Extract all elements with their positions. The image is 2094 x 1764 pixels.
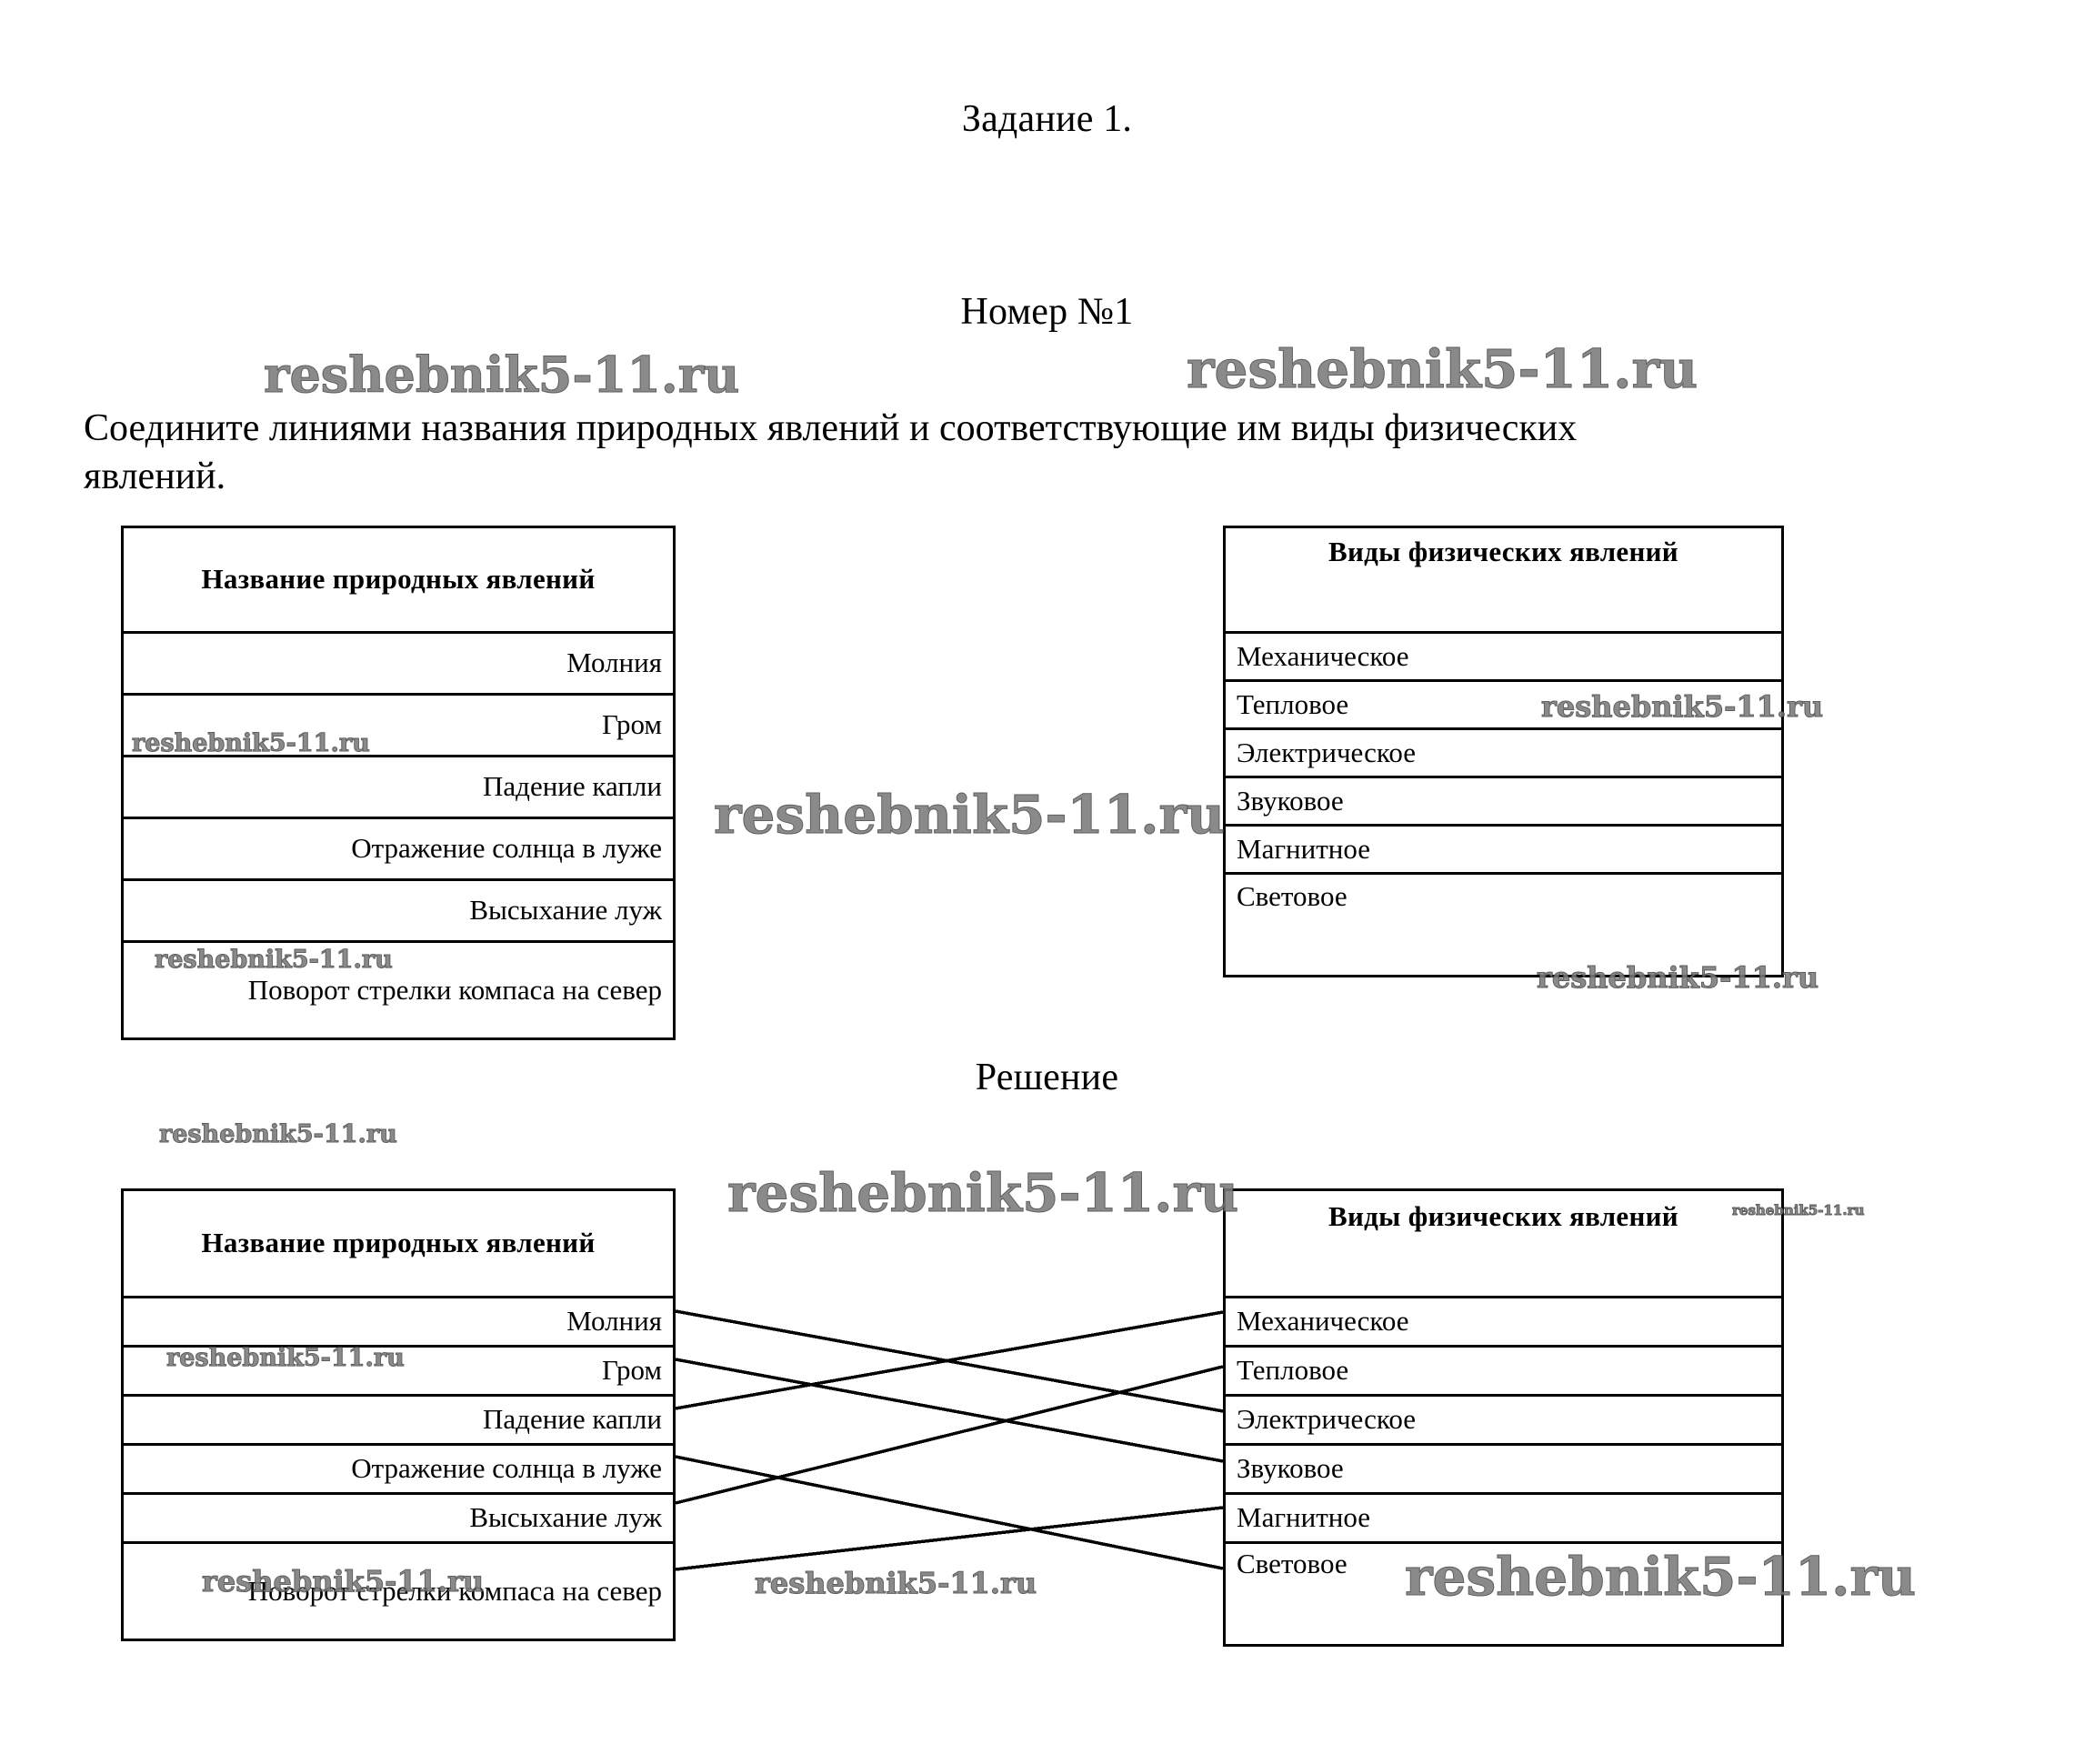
connection-line-vysyhanie-teplovoe — [675, 1365, 1224, 1505]
cell-natural-3: Падение капли — [483, 770, 662, 803]
cell-physical-3: Электрическое — [1237, 736, 1416, 768]
table-row: Электрическое — [1226, 1397, 1781, 1446]
cell-physical-6: Световое — [1237, 1548, 1348, 1579]
watermark: reshebnik5-11.ru — [1404, 1546, 1917, 1609]
table-row: Тепловое — [1226, 1348, 1781, 1397]
table-row: Механическое — [1226, 634, 1781, 682]
watermark: reshebnik5-11.ru — [159, 1120, 398, 1149]
watermark: reshebnik5-11.ru — [263, 346, 740, 405]
watermark: reshebnik5-11.ru — [1540, 689, 1824, 725]
watermark: reshebnik5-11.ru — [754, 1566, 1037, 1601]
table-row: Молния — [124, 1298, 673, 1348]
cell-natural-1: Молния — [566, 646, 662, 679]
table-row: Высыхание луж — [124, 881, 673, 943]
table-header-row: Название природных явлений — [124, 1191, 673, 1298]
cell-physical-5: Магнитное — [1237, 1501, 1370, 1534]
table-row: Тепловое — [1226, 682, 1781, 730]
cell-natural-2: Гром — [602, 1354, 662, 1387]
table-physical-phenomena-solution: Виды физических явлений Механическое Теп… — [1223, 1188, 1784, 1647]
watermark: reshebnik5-11.ru — [1731, 1202, 1865, 1219]
table-physical-phenomena-problem: Виды физических явлений Механическое Теп… — [1223, 526, 1784, 977]
table-row: Световое — [1226, 875, 1781, 975]
table-row: Электрическое — [1226, 730, 1781, 778]
cell-natural-6: Поворот стрелки компаса на север — [247, 1574, 662, 1607]
cell-natural-4: Отражение солнца в луже — [351, 832, 662, 865]
cell-natural-2: Гром — [602, 708, 662, 741]
cell-natural-4: Отражение солнца в луже — [351, 1452, 662, 1485]
table-row: Звуковое — [1226, 1446, 1781, 1495]
cell-natural-5: Высыхание луж — [469, 1501, 662, 1534]
number-title: Номер №1 — [960, 291, 1134, 333]
cell-natural-3: Падение капли — [483, 1403, 662, 1436]
cell-physical-1: Механическое — [1237, 1305, 1409, 1338]
table-row: Магнитное — [1226, 1495, 1781, 1544]
connection-line-povorot-magnitnoe — [675, 1506, 1224, 1571]
table-row: Падение капли — [124, 757, 673, 819]
cell-physical-5: Магнитное — [1237, 832, 1370, 865]
watermark: reshebnik5-11.ru — [132, 729, 371, 758]
cell-natural-1: Молния — [566, 1305, 662, 1338]
connection-line-padenie-kapli-mehanicheskoe — [675, 1310, 1224, 1410]
cell-physical-2: Тепловое — [1237, 1354, 1349, 1387]
table-header-label: Название природных явлений — [201, 1227, 596, 1259]
solution-title: Решение — [975, 1057, 1119, 1098]
table-header-row: Виды физических явлений — [1226, 528, 1781, 634]
cell-physical-3: Электрическое — [1237, 1403, 1416, 1436]
table-row: Отражение солнца в луже — [124, 1446, 673, 1495]
table-row: Гром — [124, 696, 673, 757]
instruction-text: Соедините линиями названия природных явл… — [84, 407, 1578, 497]
table-row: Гром — [124, 1348, 673, 1397]
connection-line-otrazhenie-svetovoe — [675, 1455, 1224, 1570]
table-header-label: Виды физических явлений — [1328, 1200, 1678, 1232]
table-header-label: Название природных явлений — [201, 563, 596, 596]
watermark: reshebnik5-11.ru — [166, 1344, 406, 1373]
watermark: reshebnik5-11.ru — [155, 946, 394, 975]
table-natural-phenomena-solution: Название природных явлений Молния Гром П… — [121, 1188, 676, 1641]
cell-physical-6: Световое — [1237, 880, 1348, 912]
watermark: reshebnik5-11.ru — [1536, 960, 1819, 996]
table-row: Отражение солнца в луже — [124, 819, 673, 881]
connection-line-grom-zvukovoe — [675, 1358, 1224, 1463]
cell-physical-4: Звуковое — [1237, 784, 1344, 817]
table-row: Поворот стрелки компаса на север — [124, 943, 673, 1037]
watermark: reshebnik5-11.ru — [726, 1162, 1239, 1225]
cell-physical-4: Звуковое — [1237, 1452, 1344, 1485]
table-row: Поворот стрелки компаса на север — [124, 1544, 673, 1639]
cell-physical-2: Тепловое — [1237, 687, 1349, 720]
watermark: reshebnik5-11.ru — [201, 1564, 485, 1599]
table-row: Молния — [124, 634, 673, 696]
cell-physical-1: Механическое — [1237, 639, 1409, 672]
table-row: Магнитное — [1226, 827, 1781, 875]
table-row: Механическое — [1226, 1298, 1781, 1348]
table-row: Звуковое — [1226, 778, 1781, 827]
connection-line-molniya-elektricheskoe — [675, 1309, 1224, 1413]
cell-natural-6: Поворот стрелки компаса на север — [247, 973, 662, 1006]
cell-natural-5: Высыхание луж — [469, 894, 662, 927]
task-title: Задание 1. — [961, 98, 1133, 140]
table-row: Падение капли — [124, 1397, 673, 1446]
watermark: reshebnik5-11.ru — [713, 784, 1226, 847]
table-header-label: Виды физических явлений — [1328, 536, 1678, 567]
table-natural-phenomena-problem: Название природных явлений Молния Гром П… — [121, 526, 676, 1040]
watermark: reshebnik5-11.ru — [1186, 338, 1698, 401]
table-header-row: Название природных явлений — [124, 528, 673, 634]
table-row: Высыхание луж — [124, 1495, 673, 1544]
table-header-row: Виды физических явлений — [1226, 1191, 1781, 1298]
table-row: Световое — [1226, 1544, 1781, 1644]
